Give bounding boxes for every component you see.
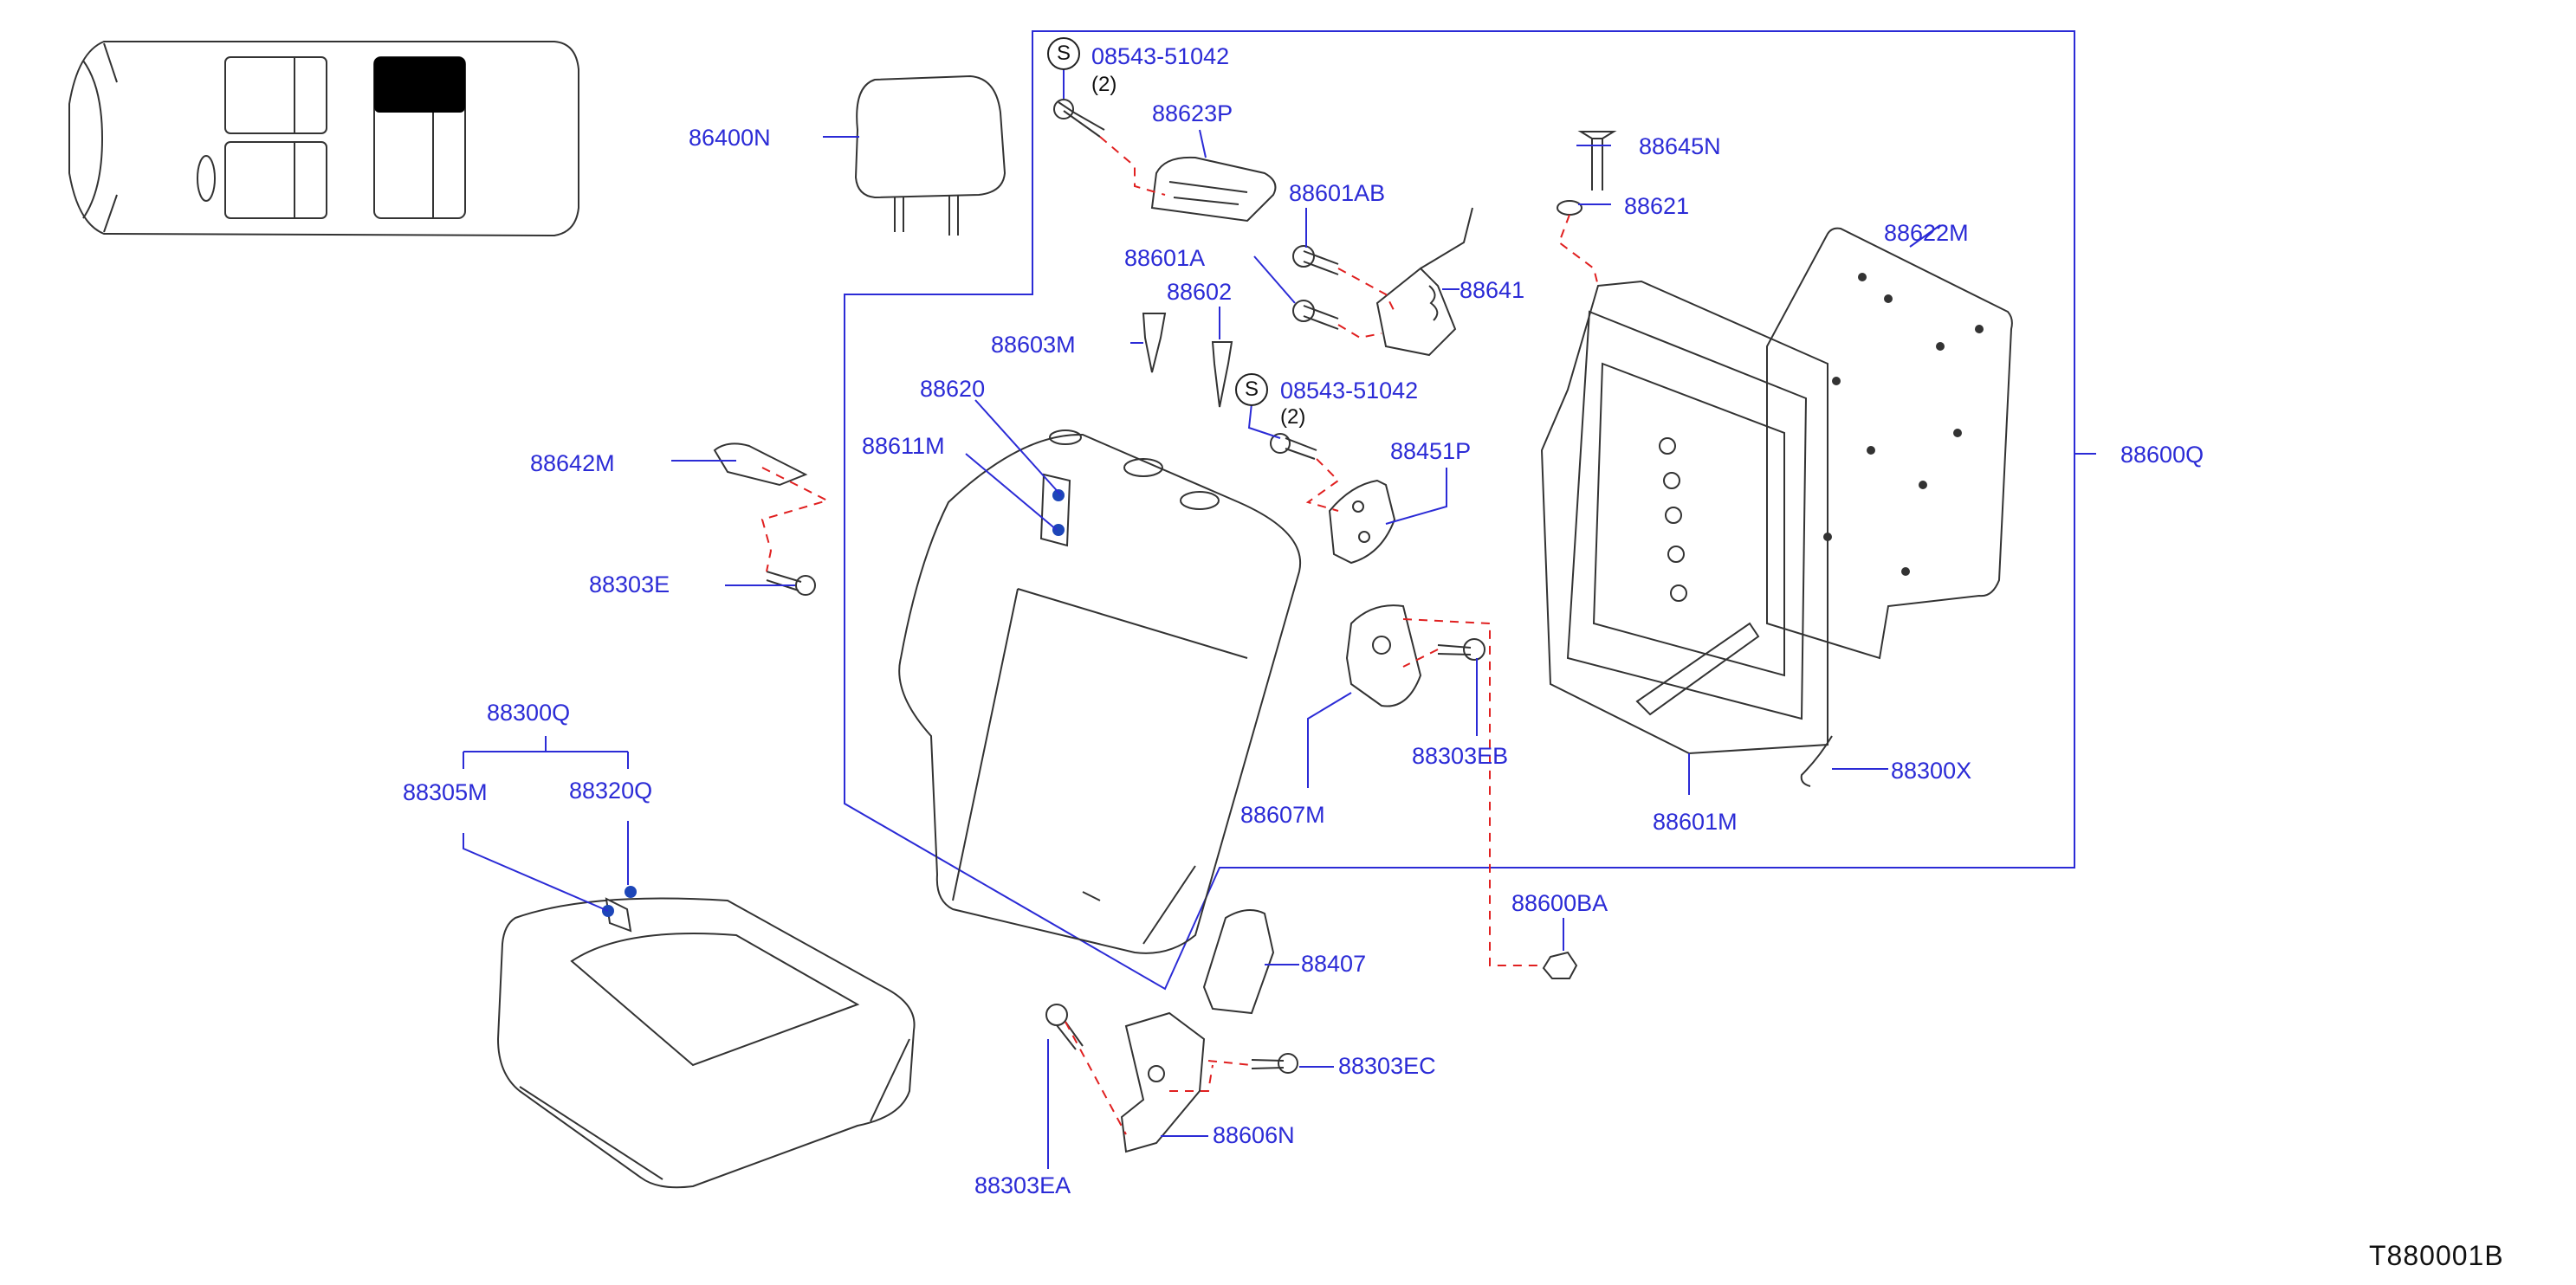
small-parts-drawing [713, 99, 2013, 1153]
part-label-88622M[interactable]: 88622M [1884, 220, 1969, 246]
standard-part-badge: S [1235, 373, 1268, 406]
seatback-assembly-boundary [844, 30, 2075, 991]
part-label-88601M[interactable]: 88601M [1653, 809, 1738, 835]
part-label-08543-51042-lower[interactable]: 08543-51042 [1280, 378, 1419, 404]
part-label-88303E[interactable]: 88303E [589, 571, 670, 597]
part-label-88303EB[interactable]: 88303EB [1412, 743, 1509, 769]
seatback-trim-drawing [898, 429, 1302, 954]
part-label-88320Q[interactable]: 88320Q [569, 778, 653, 804]
part-label-88620[interactable]: 88620 [920, 376, 986, 402]
part-label-88300Q[interactable]: 88300Q [487, 700, 571, 726]
part-label-88623P[interactable]: 88623P [1152, 100, 1233, 126]
part-label-88305M[interactable]: 88305M [403, 779, 488, 805]
part-label-88303EA[interactable]: 88303EA [974, 1172, 1071, 1198]
part-label-88451P[interactable]: 88451P [1390, 438, 1472, 464]
standard-part-badge: S [1047, 37, 1080, 70]
part-label-88600Q[interactable]: 88600Q [2120, 442, 2204, 468]
part-label-88601AB[interactable]: 88601AB [1289, 180, 1386, 206]
part-label-88602[interactable]: 88602 [1167, 279, 1233, 305]
part-label-88407[interactable]: 88407 [1301, 951, 1367, 977]
part-label-88642M[interactable]: 88642M [530, 450, 615, 476]
part-label-88607M[interactable]: 88607M [1240, 802, 1325, 828]
part-label-88600BA[interactable]: 88600BA [1511, 890, 1608, 916]
quantity-note-top: (2) [1091, 73, 1117, 96]
vehicle-top-view [68, 41, 579, 237]
selected-seat-highlight [374, 57, 465, 113]
headrest-drawing [854, 74, 1006, 236]
part-label-88603M[interactable]: 88603M [991, 332, 1076, 358]
part-label-88641[interactable]: 88641 [1460, 277, 1525, 303]
part-label-08543-51042-top[interactable]: 08543-51042 [1091, 43, 1230, 69]
part-label-88606N[interactable]: 88606N [1213, 1122, 1295, 1148]
diagram-code: T880001B [2369, 1240, 2504, 1271]
quantity-note-lower: (2) [1280, 405, 1306, 429]
label-leader-lines [463, 69, 2096, 1169]
seat-cushion-drawing [496, 897, 916, 1189]
part-label-88300X[interactable]: 88300X [1891, 758, 1972, 784]
part-label-88621[interactable]: 88621 [1624, 193, 1690, 219]
part-label-88645N[interactable]: 88645N [1639, 133, 1721, 159]
assembly-dashed-lines [761, 136, 1599, 1135]
part-label-88303EC[interactable]: 88303EC [1338, 1053, 1436, 1079]
part-label-88601A[interactable]: 88601A [1124, 245, 1206, 271]
part-label-88611M[interactable]: 88611M [862, 433, 945, 459]
part-label-86400N[interactable]: 86400N [689, 125, 771, 151]
